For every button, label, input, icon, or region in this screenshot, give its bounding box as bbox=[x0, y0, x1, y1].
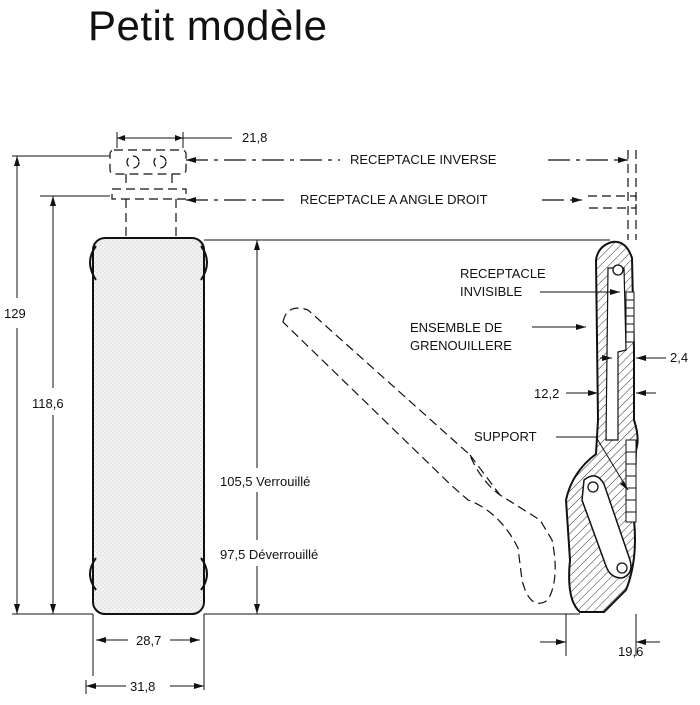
dim-28-7: 28,7 bbox=[92, 614, 205, 690]
fastener-body bbox=[92, 237, 205, 615]
receptacle-angle-outline bbox=[111, 188, 187, 200]
dim-label-31-8: 31,8 bbox=[130, 679, 155, 694]
dim-width-top: 21,8 bbox=[116, 130, 267, 148]
dim-label-118-6: 118,6 bbox=[32, 396, 64, 411]
dim-label-19-6: 19,6 bbox=[618, 644, 643, 659]
dim-height-total: 129 bbox=[4, 155, 110, 615]
dim-label-28-7: 28,7 bbox=[136, 633, 161, 648]
ear-top-right bbox=[200, 245, 208, 281]
ear-bottom-left bbox=[89, 557, 97, 591]
page-title: Petit modèle bbox=[88, 2, 328, 49]
label-receptacle-inverse: RECEPTACLE INVERSE bbox=[350, 152, 497, 167]
receptacle-angle-callout: RECEPTACLE A ANGLE DROIT bbox=[186, 192, 637, 209]
dim-label-unlocked: 97,5 Déverrouillé bbox=[220, 547, 318, 562]
dim-label-12-2: 12,2 bbox=[534, 386, 559, 401]
dim-label-21-8: 21,8 bbox=[242, 130, 267, 145]
lever-open-outline bbox=[282, 307, 556, 604]
toggle-assembly bbox=[581, 475, 632, 579]
dim-31-8: 31,8 bbox=[85, 679, 204, 694]
dim-label-2-4: 2,4 bbox=[670, 350, 688, 365]
receptacle-inverse-callout: RECEPTACLE INVERSE bbox=[186, 152, 628, 167]
label-grenouillere-1: ENSEMBLE DE bbox=[410, 320, 503, 335]
label-grenouillere-2: GRENOUILLERE bbox=[410, 338, 512, 353]
callout-support: SUPPORT bbox=[474, 429, 629, 491]
callout-receptacle-invisible: RECEPTACLE INVISIBLE bbox=[460, 266, 620, 299]
label-receptacle-angle: RECEPTACLE A ANGLE DROIT bbox=[300, 192, 488, 207]
ear-top-left bbox=[89, 245, 97, 281]
receptacle-inverse-outline bbox=[109, 149, 187, 175]
dim-label-129: 129 bbox=[4, 306, 26, 321]
label-receptacle-invisible-1: RECEPTACLE bbox=[460, 266, 546, 281]
label-receptacle-invisible-2: INVISIBLE bbox=[460, 284, 522, 299]
dim-12-2: 12,2 bbox=[534, 386, 656, 401]
dim-19-6: 19,6 bbox=[540, 614, 660, 659]
label-support: SUPPORT bbox=[474, 429, 537, 444]
callout-grenouillere: ENSEMBLE DE GRENOUILLERE bbox=[410, 320, 586, 353]
dim-height-inner: 118,6 bbox=[32, 195, 110, 614]
side-section-view bbox=[564, 240, 639, 613]
dim-2-4: 2,4 bbox=[600, 350, 688, 365]
dim-label-locked: 105,5 Verrouillé bbox=[220, 474, 310, 489]
dim-lock-heights: 105,5 Verrouillé 97,5 Déverrouillé bbox=[220, 240, 318, 614]
front-view bbox=[89, 149, 208, 615]
ear-bottom-right bbox=[200, 557, 208, 591]
